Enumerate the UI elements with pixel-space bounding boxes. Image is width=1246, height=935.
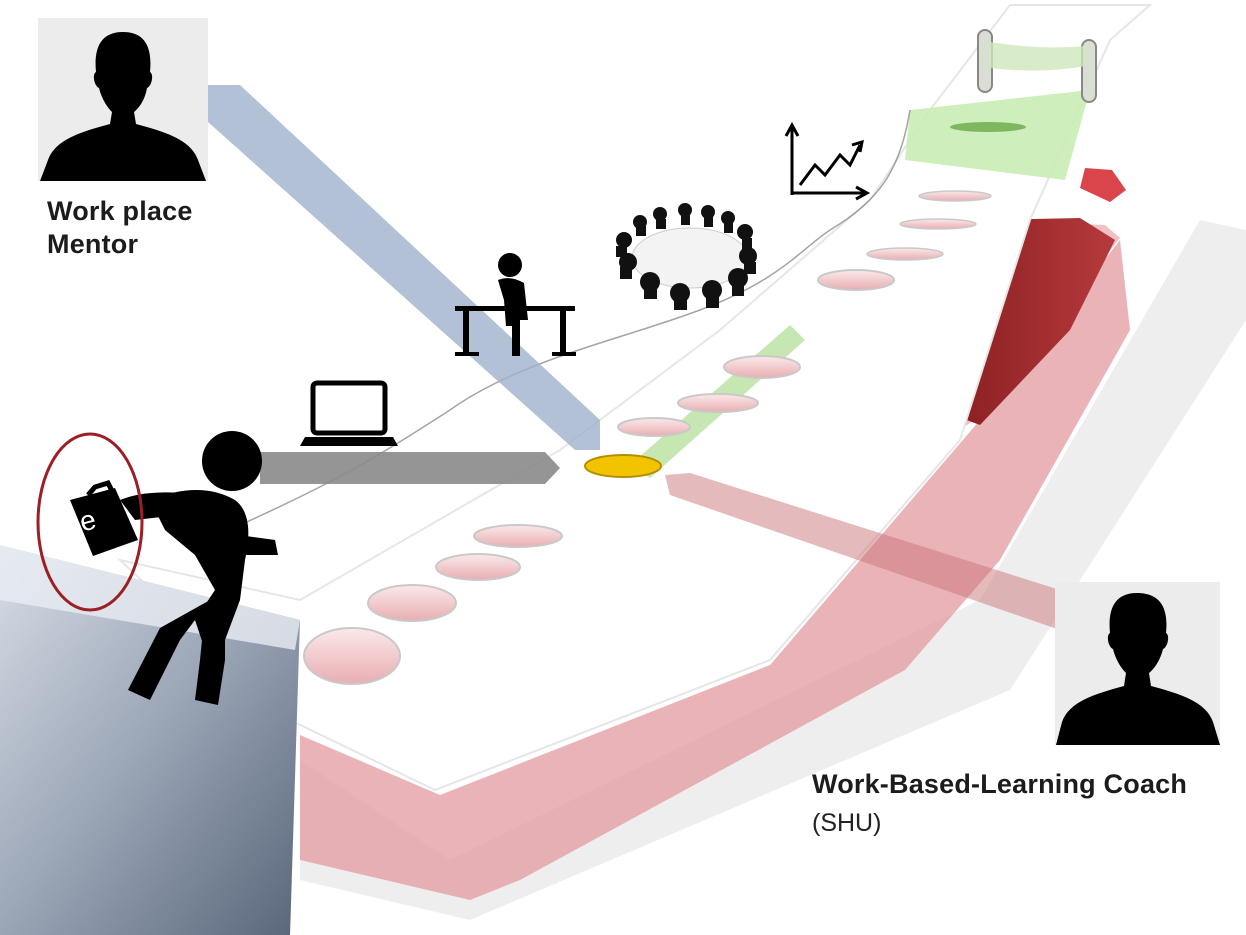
finish-zone (905, 29, 1097, 180)
stepping-stones-lower (303, 524, 563, 685)
meeting-circle-icon (616, 203, 757, 310)
stepping-stones-upper (617, 190, 992, 437)
coach-avatar (1055, 582, 1220, 745)
mentor-beam (208, 85, 600, 450)
laptop-icon (300, 380, 398, 446)
e-briefcase-icon (70, 479, 138, 556)
coach-label-title: Work-Based-Learning Coach (812, 769, 1188, 799)
red-marker (1080, 168, 1126, 202)
person-at-desk-icon (455, 253, 576, 356)
mentor-avatar (38, 18, 208, 181)
finish-stone (950, 122, 1026, 132)
walking-person-icon (120, 431, 278, 705)
current-position-stone (584, 454, 662, 478)
coach-beam (665, 473, 1060, 630)
mentor-label-line1: Work place (47, 196, 193, 226)
mentor-label-line2: Mentor (47, 229, 139, 259)
growth-chart-icon (784, 121, 871, 201)
laptop-arrow (260, 452, 560, 484)
briefcase-highlight-circle (36, 432, 144, 612)
coach-label-subtitle: (SHU) (812, 809, 882, 837)
